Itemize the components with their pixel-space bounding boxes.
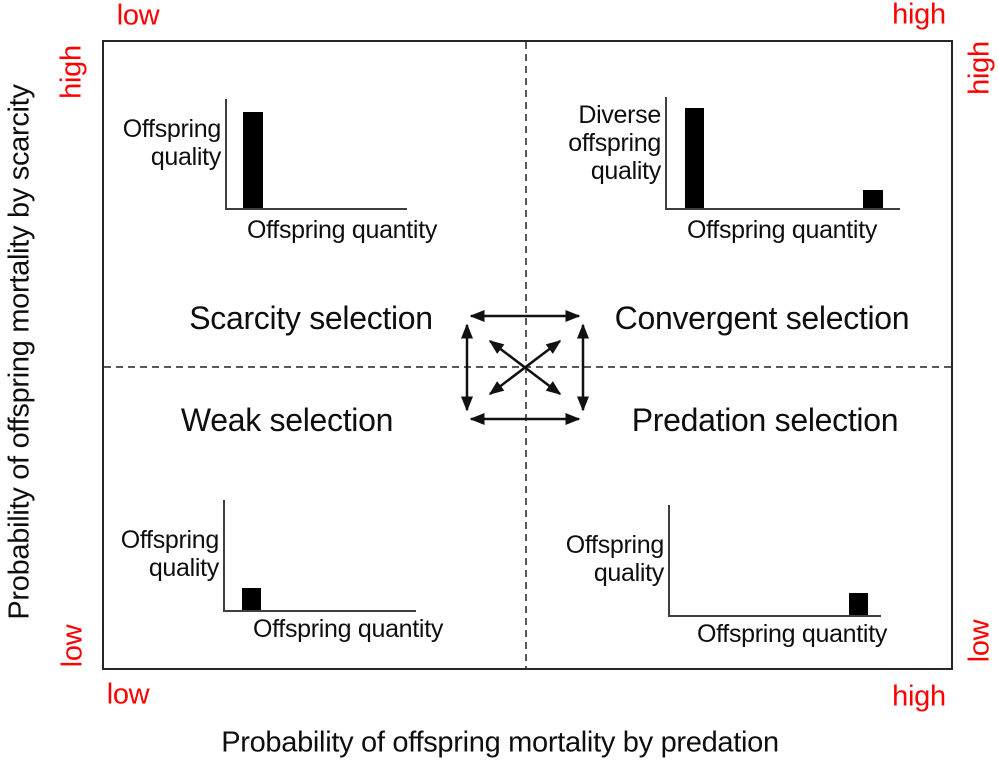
inset-xlabel: Offspring quantity bbox=[686, 216, 878, 244]
short-bar bbox=[863, 190, 883, 208]
inset-y-axis bbox=[668, 505, 670, 615]
inset-y-axis bbox=[225, 99, 227, 208]
inset-ylabel: Diverse offspring quality bbox=[568, 101, 661, 185]
x-scale-low-bottom: low bbox=[106, 678, 150, 711]
quadrant-label-scarcity-selection: Scarcity selection bbox=[189, 300, 433, 336]
x-scale-low-top: low bbox=[116, 0, 160, 32]
y-axis-title: Probability of offspring mortality by sc… bbox=[3, 84, 36, 620]
inset-ylabel: Offspring quality bbox=[565, 531, 665, 587]
inset-xlabel: Offspring quantity bbox=[246, 216, 438, 244]
tall-bar bbox=[685, 108, 704, 208]
short-bar bbox=[242, 588, 261, 610]
inset-y-axis bbox=[665, 97, 667, 208]
inset-x-axis bbox=[225, 208, 407, 210]
quadrant-label-weak-selection: Weak selection bbox=[180, 402, 394, 438]
inset-x-axis bbox=[223, 610, 416, 612]
y-scale-low-right: low bbox=[963, 619, 996, 663]
x-scale-high-top: high bbox=[892, 0, 946, 31]
y-scale-high-left: high bbox=[55, 45, 88, 99]
inset-x-axis bbox=[668, 615, 881, 617]
quadrant-label-convergent-selection: Convergent selection bbox=[614, 300, 910, 336]
y-scale-low-left: low bbox=[56, 624, 89, 668]
y-scale-high-right: high bbox=[963, 41, 996, 95]
x-scale-high-bottom: high bbox=[892, 680, 946, 713]
inset-y-axis bbox=[223, 500, 225, 610]
tall-bar bbox=[243, 112, 263, 208]
short-bar bbox=[849, 593, 868, 615]
plot-frame bbox=[102, 40, 953, 670]
x-axis-title: Probability of offspring mortality by pr… bbox=[221, 726, 779, 759]
inset-x-axis bbox=[665, 208, 900, 210]
inset-ylabel: Offspring quality bbox=[120, 526, 220, 582]
inset-ylabel: Offspring quality bbox=[122, 115, 222, 171]
inset-xlabel: Offspring quantity bbox=[696, 620, 888, 648]
inset-xlabel: Offspring quantity bbox=[252, 615, 444, 643]
quadrant-label-predation-selection: Predation selection bbox=[631, 402, 899, 438]
